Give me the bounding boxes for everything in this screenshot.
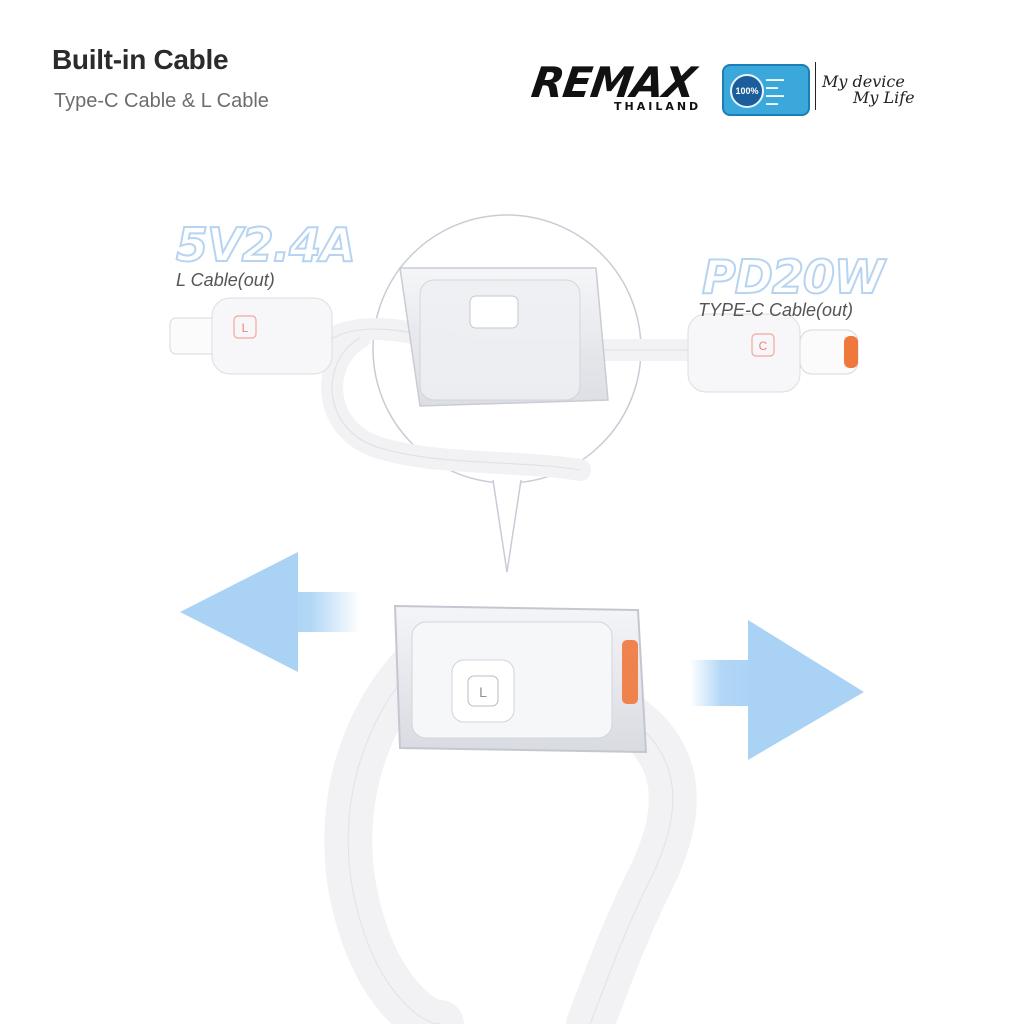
left-port-letter: L [242, 321, 249, 335]
module-main: L [393, 604, 648, 754]
slogan-line-2: My Life [853, 88, 915, 107]
badge-text-lines: ▬▬▬▬▬▬▬▬▬▬ [766, 77, 784, 107]
left-cable-label: L Cable(out) [176, 270, 275, 290]
cable-bottom [324, 636, 697, 1024]
slogan-line-1: My device [822, 72, 905, 91]
type-c-connector: C [687, 313, 859, 393]
arrow-right-icon [690, 620, 864, 760]
right-cable-label: TYPE-C Cable(out) [698, 300, 854, 320]
arrow-left-icon [180, 552, 360, 672]
brand-region: THAILAND [614, 100, 702, 113]
badge-seal: 100% [730, 74, 764, 108]
right-rating: PD20W [701, 249, 886, 305]
right-port-letter: C [759, 339, 768, 353]
lightning-connector: L [169, 297, 333, 375]
authentic-badge-icon: 100% ▬▬▬▬▬▬▬▬▬▬ [722, 64, 810, 116]
left-rating: 5V2.4A [175, 217, 357, 273]
brand-divider [815, 62, 816, 110]
page-subtitle: Type-C Cable & L Cable [54, 90, 269, 112]
module-letter: L [479, 684, 487, 700]
page-title: Built-in Cable [52, 44, 229, 75]
module-zoom [399, 267, 609, 407]
